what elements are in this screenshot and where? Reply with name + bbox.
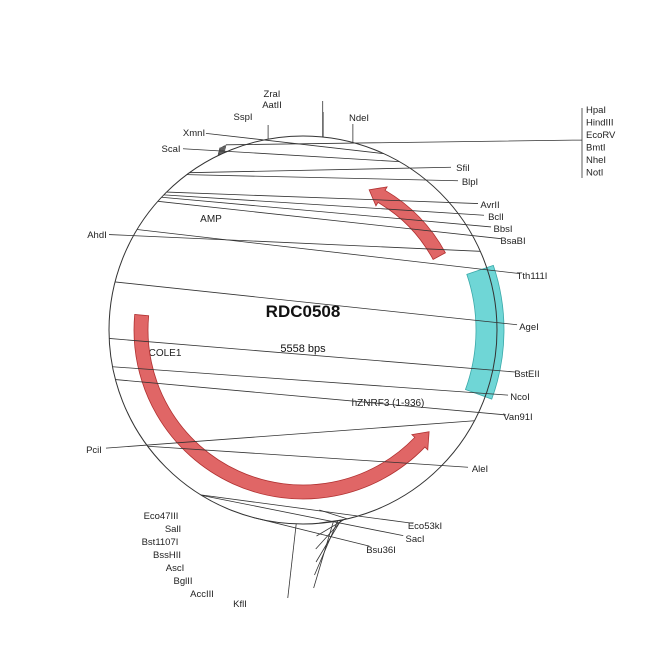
feature-cole1 — [464, 264, 505, 400]
mcs-bracket — [225, 108, 583, 178]
site-line-bsabi — [157, 200, 502, 240]
site-label-sspi: SspI — [233, 112, 252, 123]
site-label-eco47iii: Eco47III — [144, 511, 179, 522]
site-line-ahdi — [108, 234, 481, 252]
site-label-hindiii: HindIII — [586, 118, 613, 129]
site-label-bcli: BclI — [488, 212, 504, 223]
site-label-zrai: ZraI — [264, 89, 281, 100]
site-line-nhei — [218, 146, 222, 156]
site-label-bmti: BmtI — [586, 143, 606, 154]
site-label-acciii: AccIII — [190, 589, 214, 600]
site-label-bglii: BglII — [173, 576, 192, 587]
feature-label-hznrf3-1-936: hZNRF3 (1-936) — [352, 398, 425, 409]
site-label-nhei: NheI — [586, 155, 606, 166]
site-line-pcii — [105, 420, 475, 449]
site-line-alei — [147, 445, 469, 468]
site-line-hpai — [223, 144, 227, 153]
feature-label-cole1: COLE1 — [149, 348, 182, 359]
site-label-ndei: NdeI — [349, 113, 369, 124]
site-label-xmni: XmnI — [183, 128, 205, 139]
site-label-agei: AgeI — [519, 322, 539, 333]
site-label-scai: ScaI — [161, 144, 180, 155]
site-label-saci: SacI — [405, 534, 424, 545]
site-label-tth111i: Tth111I — [517, 271, 548, 282]
site-label-van91i: Van91I — [503, 412, 532, 423]
site-label-bsabi: BsaBI — [500, 236, 525, 247]
site-line-bglii — [314, 520, 339, 576]
site-line-bsshii — [315, 519, 343, 550]
plasmid-name: RDC0508 — [266, 302, 341, 321]
site-line-tth111i — [136, 229, 521, 275]
site-line-asci — [315, 520, 342, 563]
feature-label-amp: AMP — [200, 214, 222, 225]
site-line-avrii — [166, 191, 479, 204]
feature-amp-arrow — [368, 186, 446, 260]
site-line-kfli — [287, 523, 297, 599]
site-line-noti — [217, 147, 221, 156]
site-line-saci — [201, 494, 404, 537]
site-label-kfli: KflI — [233, 599, 247, 610]
site-label-avrii: AvrII — [480, 200, 499, 211]
site-label-noti: NotI — [586, 168, 603, 179]
site-line-scai — [182, 148, 400, 163]
site-line-bmti — [220, 146, 223, 155]
site-line-blpi — [186, 174, 459, 182]
site-line-van91i — [115, 379, 507, 416]
site-label-alei: AleI — [472, 464, 488, 475]
feature-hznrf3-1-936-arrow — [133, 314, 430, 500]
site-line-bbsi — [161, 196, 492, 228]
site-line-bsteii — [109, 338, 516, 373]
plasmid-size: 5558 bps — [280, 343, 326, 355]
site-label-bst1107i: Bst1107I — [142, 537, 179, 548]
site-label-blpi: BlpI — [462, 177, 478, 188]
site-line-bsu36i — [252, 517, 370, 547]
site-line-sfii — [189, 166, 452, 174]
site-label-aatii: AatII — [262, 100, 282, 111]
site-label-ecorv: EcoRV — [586, 130, 616, 141]
site-label-sfii: SfiI — [456, 163, 470, 174]
site-line-acciii — [313, 521, 334, 589]
site-label-sali: SalI — [165, 524, 181, 535]
site-label-asci: AscI — [166, 563, 184, 574]
site-label-bbsi: BbsI — [493, 224, 512, 235]
site-line-eco53ki — [200, 494, 414, 524]
site-line-agei — [115, 281, 518, 326]
site-label-bsteii: BstEII — [514, 369, 539, 380]
site-line-ncoi — [112, 366, 509, 396]
site-label-bsshii: BssHII — [153, 550, 181, 561]
site-label-ncoi: NcoI — [510, 392, 530, 403]
site-label-ahdi: AhdI — [87, 230, 107, 241]
site-label-eco53ki: Eco53kI — [408, 521, 442, 532]
site-label-bsu36i: Bsu36I — [366, 545, 396, 556]
site-label-pcii: PciI — [86, 445, 102, 456]
site-line-bcli — [163, 194, 485, 216]
site-line-ecorv — [221, 145, 224, 154]
site-line-hindiii — [222, 145, 226, 154]
plasmid-backbone — [108, 135, 498, 525]
site-label-hpai: HpaI — [586, 105, 606, 116]
site-line-sali — [319, 518, 346, 524]
site-line-eco47iii — [319, 509, 348, 520]
